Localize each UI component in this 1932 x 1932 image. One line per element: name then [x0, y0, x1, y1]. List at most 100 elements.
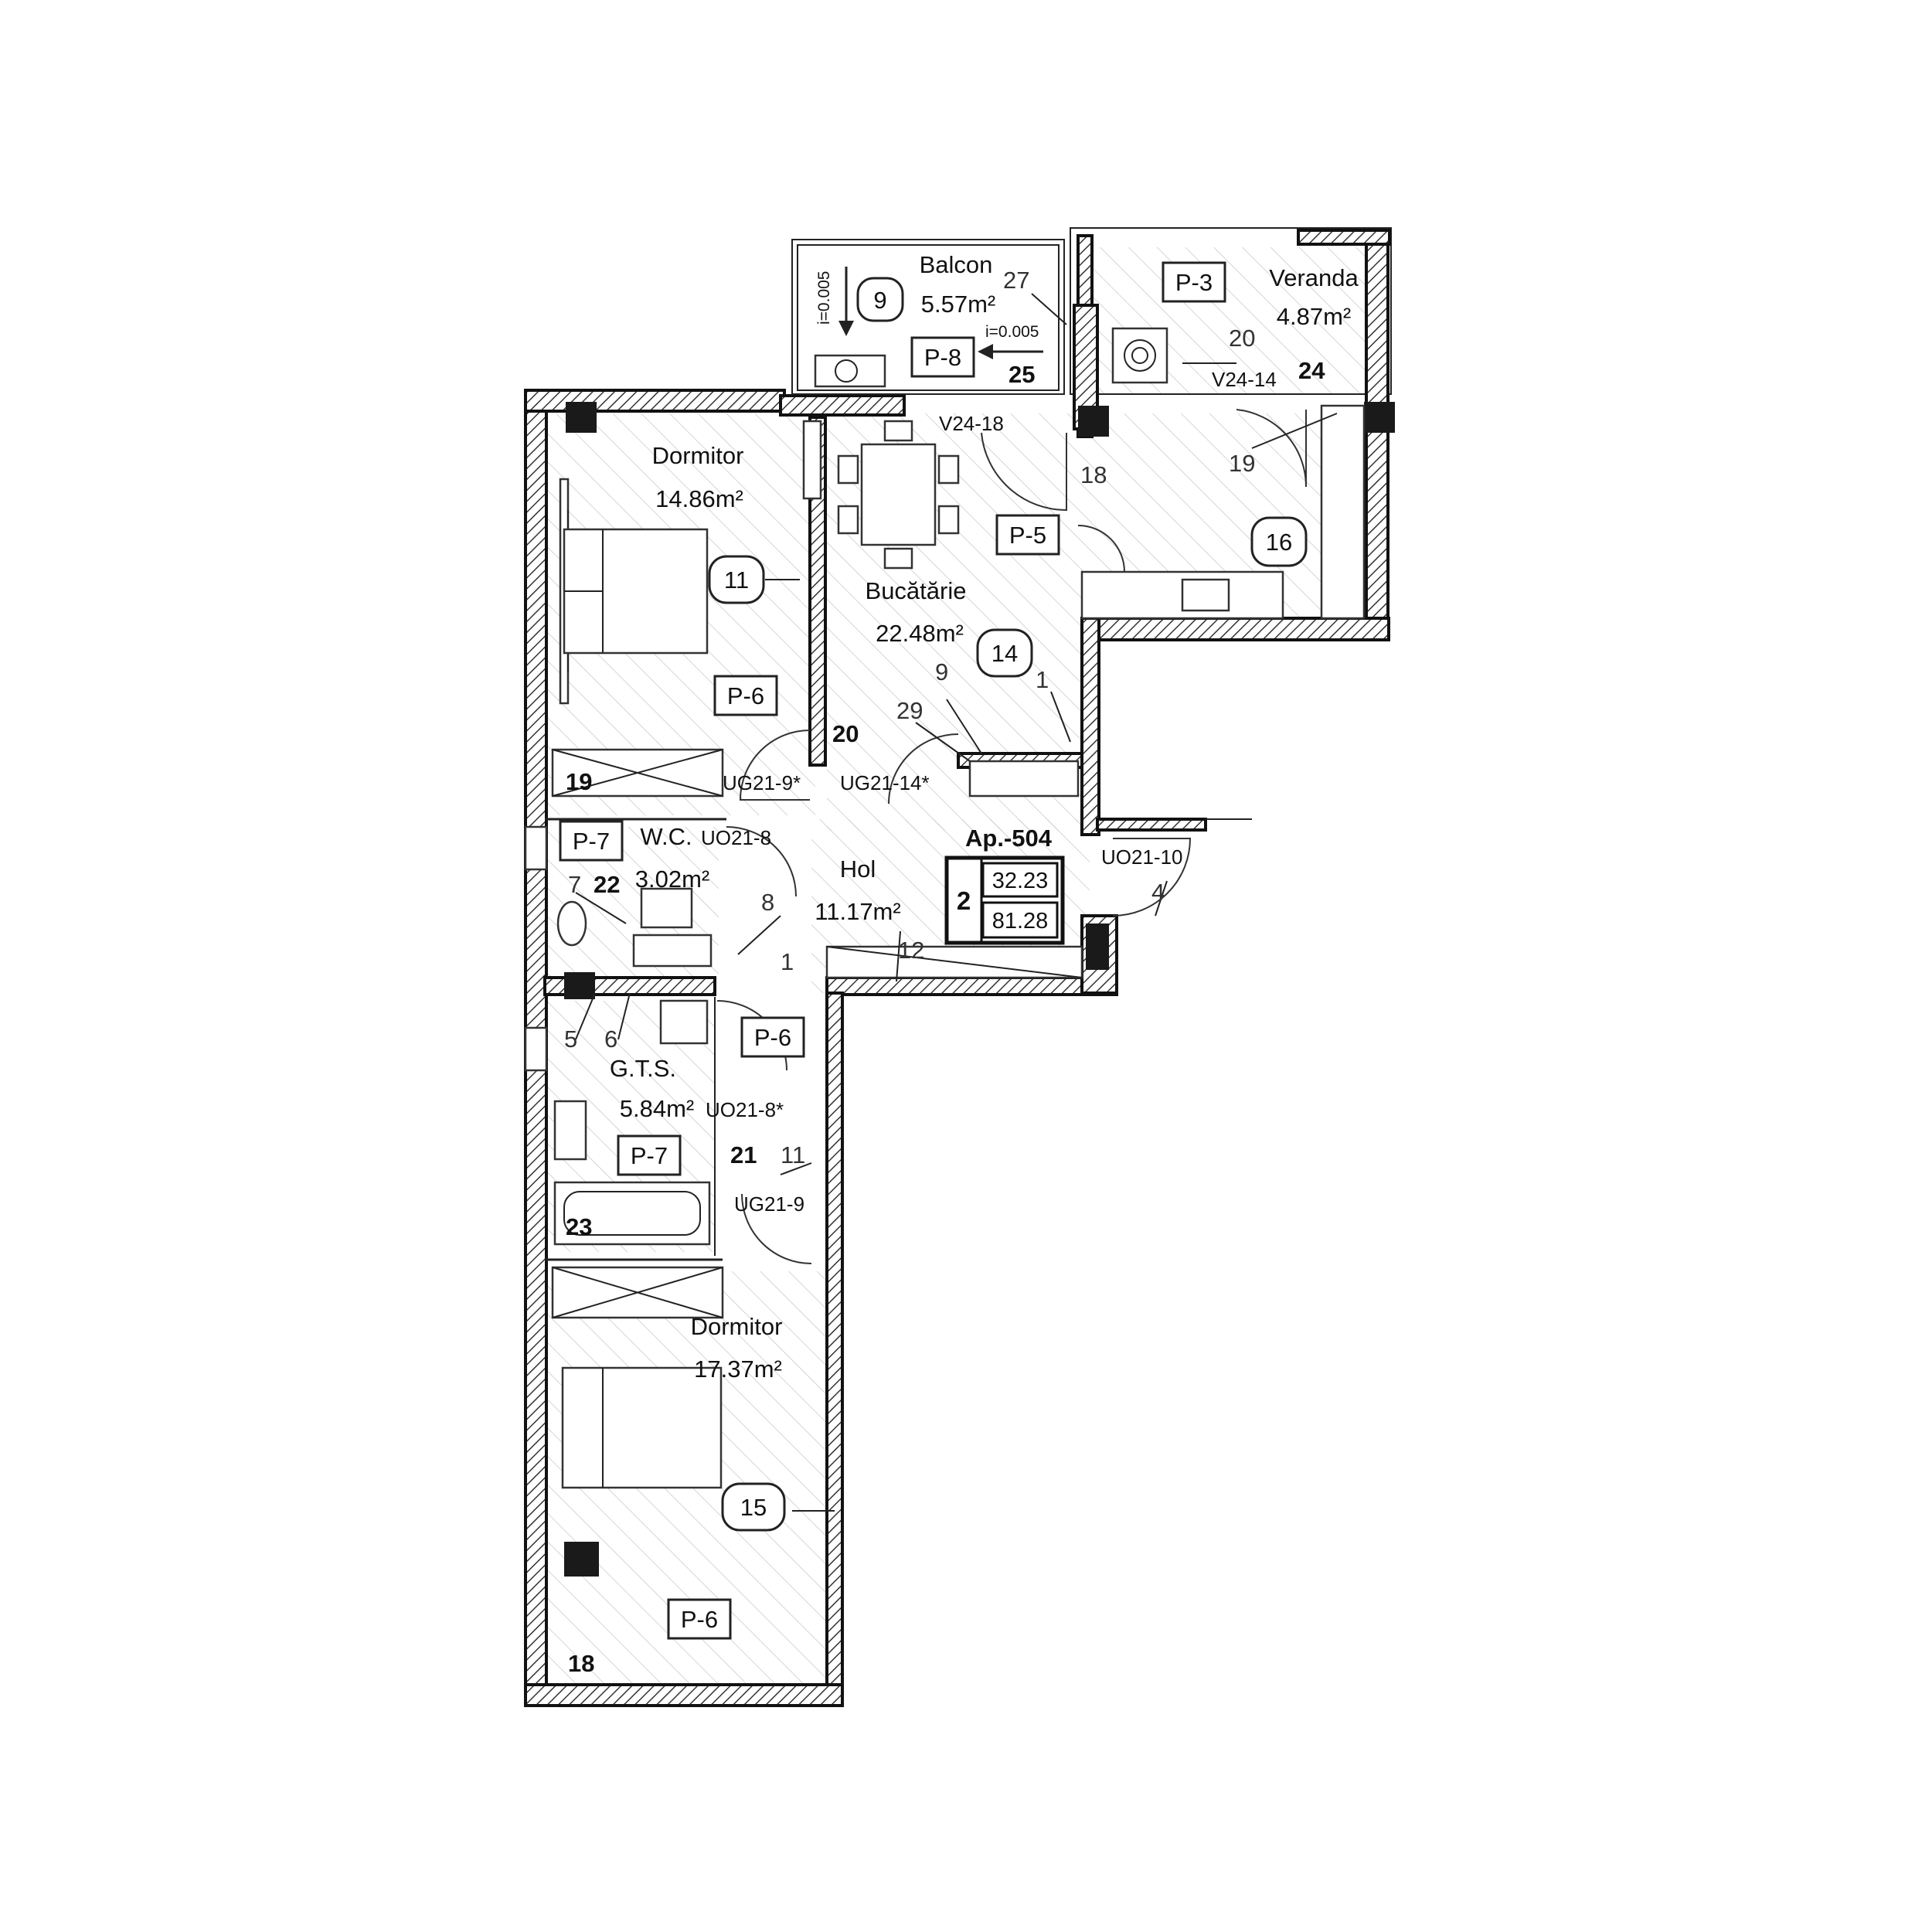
- note-5: 5: [564, 1026, 577, 1053]
- wall-north-bedroom: [524, 389, 786, 413]
- bubble-box-9: [856, 277, 904, 322]
- note-20a: 20: [1229, 325, 1255, 352]
- room-wc-name: W.C.: [640, 823, 692, 850]
- balcony-outline: [791, 239, 1065, 395]
- room-dormitor-bottom-name: Dormitor: [691, 1313, 783, 1340]
- tag-box-p6-bottom: [667, 1598, 732, 1640]
- leader-lines: [575, 293, 1338, 1512]
- note-11: 11: [781, 1141, 805, 1168]
- column-wc: [564, 972, 595, 999]
- wall-bedroom-kitchen: [808, 416, 827, 767]
- bubble-box-15: [721, 1482, 786, 1532]
- code-ug21-14s: UG21-14*: [840, 771, 930, 794]
- wall-veranda-east: [1365, 229, 1389, 641]
- gts-sink: [553, 1100, 587, 1161]
- bold-20: 20: [832, 720, 859, 747]
- bubbles: 9 11 14 16 15: [708, 277, 1308, 1532]
- slope-labels: i=0.005 i=0.005: [815, 271, 1039, 341]
- code-v24-18: V24-18: [939, 412, 1004, 435]
- room-balcon-name: Balcon: [920, 251, 993, 278]
- wall-veranda-north: [1297, 229, 1391, 246]
- bold-18: 18: [568, 1650, 594, 1677]
- room-labels: Balcon 5.57m² Veranda 4.87m² Dormitor 14…: [610, 251, 1359, 1383]
- door-kitchen-shaft: [1077, 525, 1125, 573]
- wall-kitchen-south: [1080, 617, 1390, 641]
- note-4: 4: [1151, 879, 1165, 906]
- gts-washer: [659, 999, 709, 1045]
- wc-cabinet: [632, 934, 713, 968]
- wall-entrance-top: [1096, 818, 1207, 832]
- note-18: 18: [1080, 461, 1107, 488]
- wc-sink: [640, 887, 693, 929]
- wall-east-lower: [825, 992, 844, 1706]
- room-wc-area: 3.02m²: [635, 866, 709, 893]
- apartment-title: Ap.-504: [965, 825, 1053, 852]
- room-bucatarie-name: Bucătărie: [866, 577, 967, 604]
- kitchen-side-counter: [1320, 404, 1366, 620]
- bold-numbers: 25 24 20 19 22 21 23 18: [566, 357, 1325, 1677]
- tag-p6-mid: P-6: [754, 1024, 791, 1051]
- bubble-box-16: [1250, 516, 1308, 567]
- note-19: 19: [1229, 450, 1255, 477]
- note-9: 9: [935, 658, 948, 685]
- room-veranda-name: Veranda: [1269, 264, 1359, 291]
- room-veranda-area: 4.87m²: [1277, 303, 1351, 330]
- room-gts-area: 5.84m²: [620, 1095, 694, 1122]
- veranda-outline: [1070, 227, 1392, 395]
- note-1b: 1: [781, 948, 794, 975]
- wall-kitchen-east: [1080, 617, 1100, 836]
- bold-19: 19: [566, 768, 592, 795]
- column-nw: [566, 402, 597, 433]
- code-ug21-9: UG21-9: [734, 1192, 804, 1216]
- wall-north-kitchen: [779, 394, 906, 417]
- bubble-15: 15: [740, 1494, 767, 1521]
- apartment-living-area: 32.23: [992, 869, 1049, 893]
- room-hol-area: 11.17m²: [815, 898, 900, 925]
- room-hol-name: Hol: [840, 855, 876, 883]
- bubble-9: 9: [873, 287, 886, 314]
- door-uo21-10: [1112, 838, 1192, 917]
- code-uo21-10: UO21-10: [1101, 845, 1183, 869]
- room-bucatarie-area: 22.48m²: [876, 620, 964, 647]
- tag-box-p5: [995, 514, 1060, 556]
- column-sw: [564, 1542, 599, 1577]
- note-12: 12: [898, 937, 924, 964]
- bold-22: 22: [594, 871, 620, 898]
- code-uo21-8s: UO21-8*: [706, 1098, 784, 1121]
- room-dormitor-bottom-area: 17.37m²: [694, 1355, 782, 1383]
- note-29: 29: [896, 697, 923, 724]
- slope-arrows: [838, 267, 1043, 359]
- tag-p7-wc: P-7: [573, 828, 610, 855]
- wall-south: [524, 1683, 844, 1707]
- code-ug21-9s: UG21-9*: [723, 771, 801, 794]
- room-dormitor-top-name: Dormitor: [652, 442, 744, 469]
- tag-box-p6-top: [713, 675, 778, 716]
- column-entry: [1086, 923, 1109, 970]
- column-n: [1078, 406, 1109, 437]
- bubble-box-14: [976, 628, 1033, 678]
- apartment-rooms: 2: [957, 886, 971, 915]
- furniture: [551, 327, 1366, 1489]
- door-ug21-14s: [888, 733, 959, 804]
- tag-box-p8: [910, 336, 975, 378]
- door-ug21-9: [741, 1193, 812, 1264]
- tag-p3: P-3: [1175, 269, 1213, 296]
- tag-p6-bottom: P-6: [681, 1606, 718, 1633]
- tag-box-p6-mid: [740, 1016, 805, 1058]
- finish-tags: P-3 P-8 P-5 P-6 P-6 P-6 P-7 P-7: [559, 261, 1226, 1640]
- veranda-boiler: [1111, 327, 1168, 384]
- room-gts-name: G.T.S.: [610, 1055, 676, 1082]
- column-ne: [1364, 402, 1395, 433]
- tag-box-p3: [1162, 261, 1226, 303]
- code-v24-14: V24-14: [1212, 368, 1277, 391]
- door-codes: V24-18 V24-14 UG21-9* UG21-14* UO21-8 UO…: [701, 368, 1277, 1216]
- dining-table: [860, 443, 937, 546]
- notes: 27 20 18 19 9 1 29 4 12 1 8 7 5 6 11: [564, 267, 1255, 1168]
- room-dormitor-top-area: 14.86m²: [655, 485, 743, 512]
- tag-p6-top: P-6: [727, 682, 764, 709]
- bubble-box-11: [708, 555, 765, 604]
- tag-p8: P-8: [924, 344, 961, 371]
- bubble-14: 14: [992, 640, 1018, 667]
- slope-arrowhead-horizontal: [978, 344, 993, 359]
